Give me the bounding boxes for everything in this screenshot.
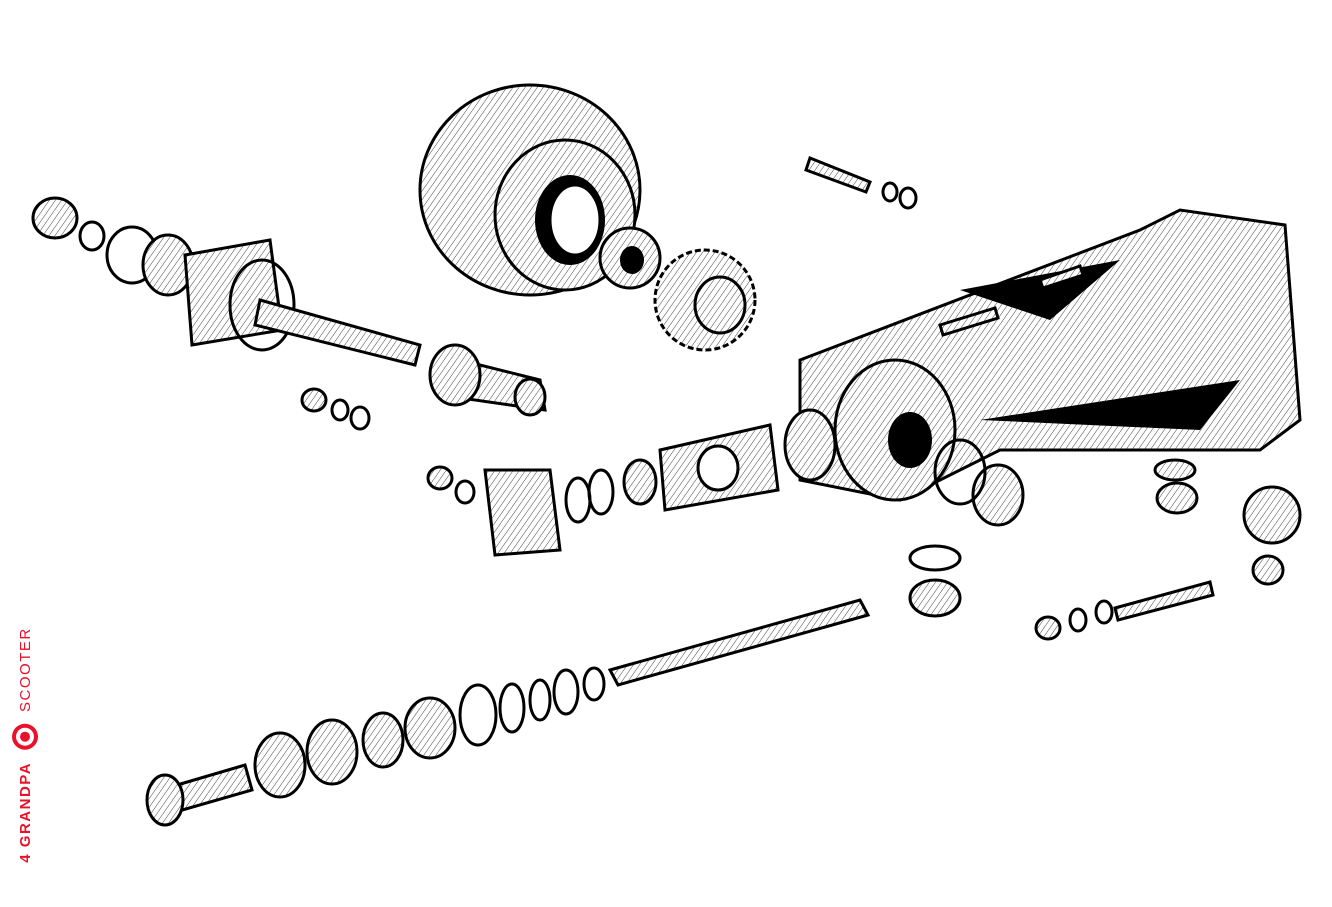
brand-logo: 4 GRANDPA SCOOTER	[8, 600, 42, 890]
fasteners	[300, 156, 1302, 641]
main-shaft-assembly	[145, 598, 871, 827]
target-icon	[12, 723, 38, 750]
brand-suffix: SCOOTER	[16, 627, 34, 712]
crown-gear	[653, 248, 757, 352]
brand-prefix: 4 GRANDPA	[16, 761, 34, 863]
axle-housing	[783, 208, 1302, 502]
side-cover	[426, 423, 1025, 557]
drive-shaft-assembly	[31, 196, 547, 417]
